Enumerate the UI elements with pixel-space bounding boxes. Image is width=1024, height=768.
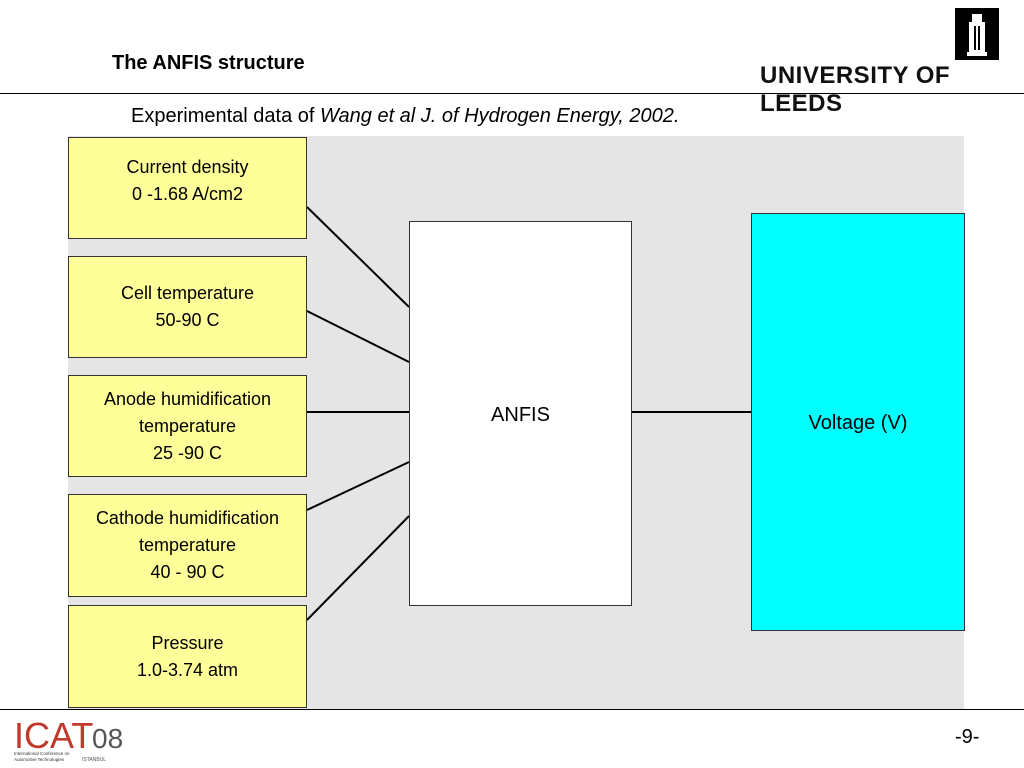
- output-label: Voltage (V): [808, 412, 908, 434]
- connector-input-2: [306, 310, 410, 363]
- input-range: 50-90 C: [155, 310, 220, 330]
- anfis-model-box: ANFIS: [409, 221, 632, 606]
- connector-input-4: [306, 461, 410, 511]
- input-label: Cell temperature: [120, 283, 255, 303]
- page-number: -9-: [955, 726, 980, 748]
- subtitle-reference: Wang et al J. of Hydrogen Energy, 2002.: [320, 105, 680, 127]
- header-divider: [0, 93, 1024, 94]
- icat-logo-city: ISTANBUL: [82, 757, 106, 763]
- input-range: 1.0-3.74 atm: [136, 659, 239, 680]
- icat-logo-caption-1: International Conference on: [14, 751, 70, 756]
- input-range: 0 -1.68 A/cm2: [131, 184, 244, 204]
- subtitle-prefix: Experimental data of: [131, 105, 320, 127]
- connector-input-1: [306, 206, 410, 308]
- input-label: Anode humidification: [103, 388, 272, 409]
- anfis-label: ANFIS: [491, 404, 550, 426]
- input-cell-temperature: Cell temperature 50-90 C: [68, 256, 307, 358]
- connector-input-5: [306, 515, 410, 621]
- icat-logo-caption-2: Automotive Technologies: [14, 757, 65, 762]
- subtitle: Experimental data of Wang et al J. of Hy…: [131, 105, 679, 128]
- input-label: Cathode humidification: [95, 508, 280, 528]
- input-label: Current density: [126, 157, 249, 177]
- university-name: UNIVERSITY OF LEEDS: [760, 62, 951, 117]
- footer-divider: [0, 709, 1024, 710]
- input-cathode-humidification: Cathode humidification temperature 40 - …: [68, 494, 307, 597]
- university-tower-icon: [955, 8, 999, 60]
- icat-logo-year: 08: [92, 723, 123, 754]
- input-label-2: temperature: [138, 535, 237, 555]
- input-label-2: temperature: [138, 415, 237, 436]
- input-anode-humidification: Anode humidification temperature 25 -90 …: [68, 375, 307, 477]
- input-label: Pressure: [151, 632, 224, 653]
- input-pressure: Pressure 1.0-3.74 atm: [68, 605, 307, 708]
- slide-title: The ANFIS structure: [112, 52, 305, 74]
- output-voltage-box: Voltage (V): [751, 213, 965, 631]
- input-current-density: Current density 0 -1.68 A/cm2: [68, 137, 307, 239]
- icat-logo-text: ICAT: [14, 715, 93, 756]
- input-range: 25 -90 C: [152, 442, 223, 463]
- input-range: 40 - 90 C: [150, 562, 225, 582]
- icat-logo: ICAT 08 International Conference on Auto…: [14, 715, 123, 763]
